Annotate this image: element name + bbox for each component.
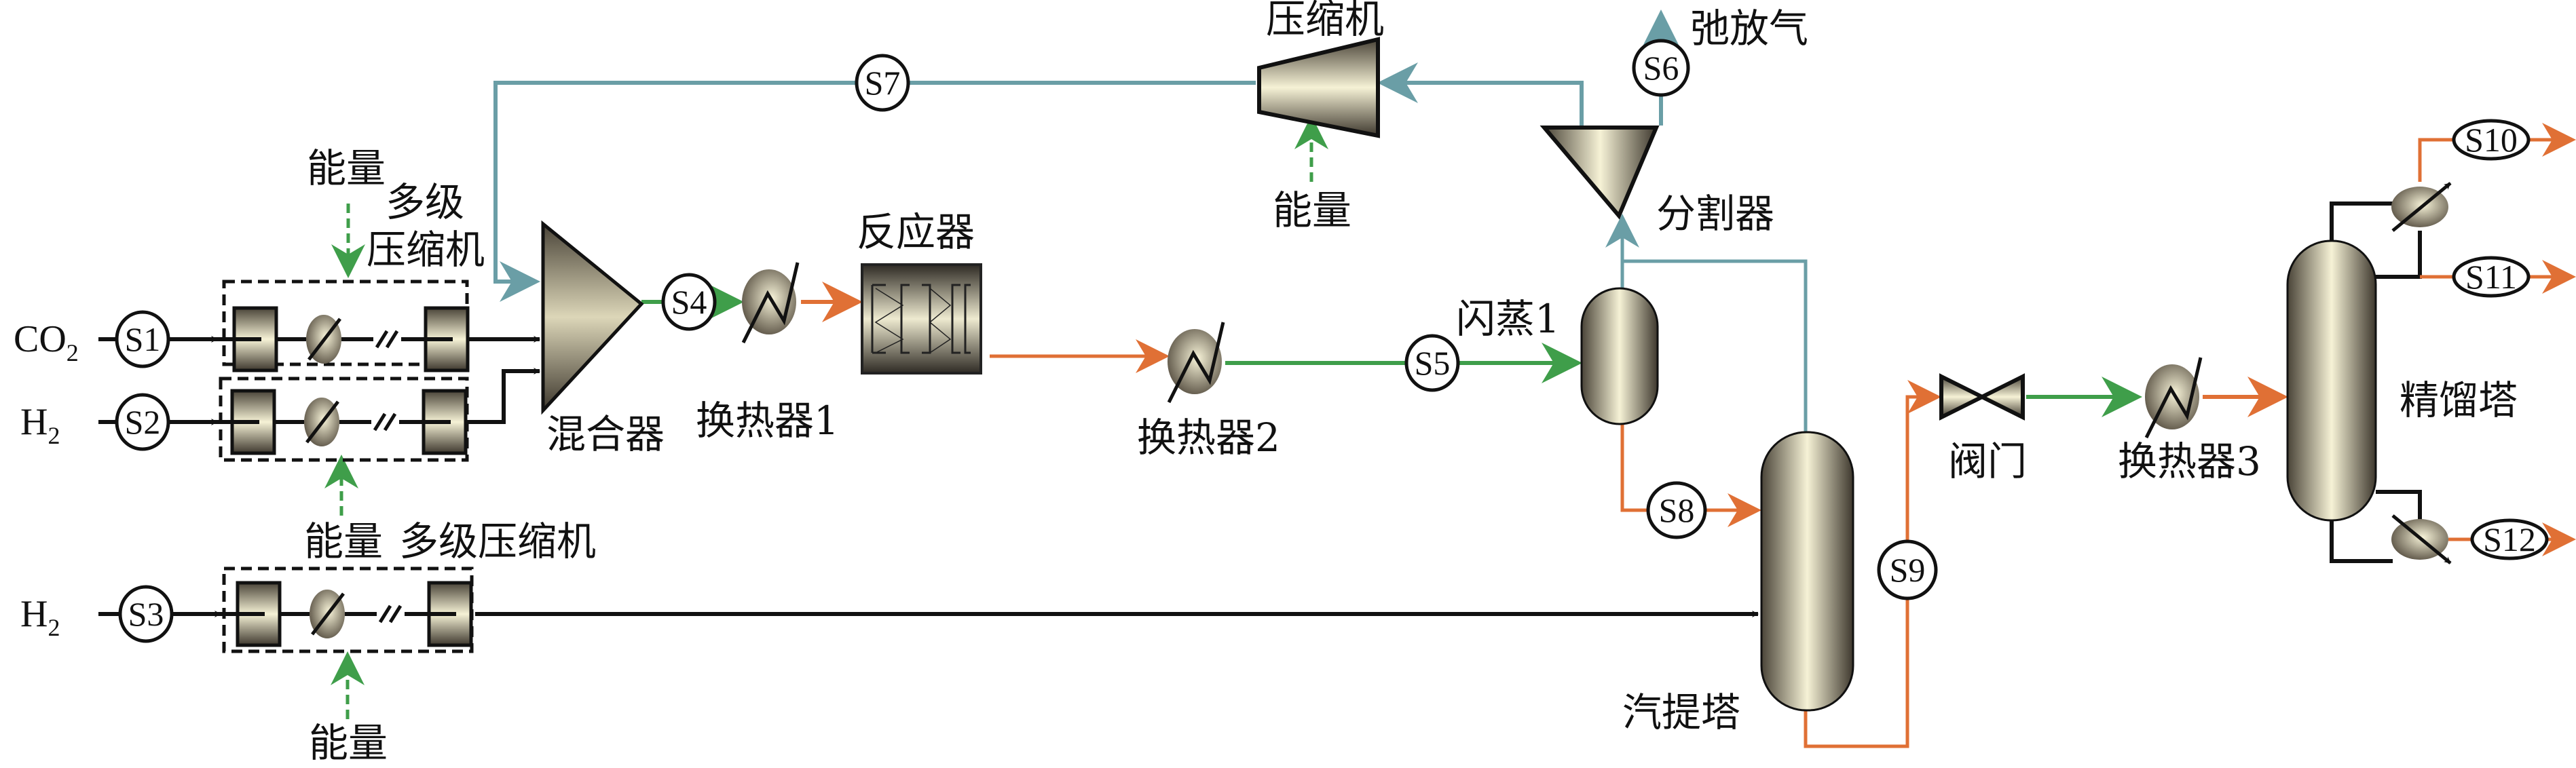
svg-text:S12: S12 (2483, 520, 2536, 558)
mixer[interactable] (541, 220, 644, 415)
svg-text:S7: S7 (865, 64, 901, 102)
reactor[interactable] (861, 263, 982, 375)
svg-text:S4: S4 (671, 283, 707, 321)
multistage-compressor-label-1b: 压缩机 (367, 227, 485, 273)
condenser[interactable] (2391, 182, 2452, 232)
stream-tag-s2: S2 (115, 393, 170, 451)
splitter-label: 分割器 (1656, 191, 1774, 237)
heat-exchanger-3-label: 换热器3 (2118, 438, 2261, 484)
feed-label-h2-a: H2 (20, 401, 60, 449)
energy-label-2: 能量 (304, 518, 383, 564)
splitter[interactable] (1539, 126, 1660, 220)
stream-tag-s10: S10 (2452, 119, 2531, 161)
flash-label: 闪蒸1 (1456, 296, 1560, 342)
multistage-compressor-label-3: 多级压缩机 (399, 518, 596, 564)
stripper-column[interactable] (1760, 431, 1854, 712)
feed-label-co2: CO2 (14, 318, 79, 366)
flash-drum[interactable] (1580, 287, 1659, 425)
mixer-label: 混合器 (546, 411, 665, 457)
stream-tag-s3: S3 (118, 585, 174, 643)
svg-text:S10: S10 (2465, 121, 2518, 159)
energy-label-3: 能量 (309, 720, 388, 766)
svg-text:S5: S5 (1415, 344, 1451, 382)
stream-tag-s11: S11 (2452, 256, 2531, 298)
feed-label-h2-b: H2 (20, 593, 60, 641)
multistage-compressor-h2-a[interactable] (212, 377, 469, 462)
stream-tag-s6: S6 (1632, 39, 1690, 97)
heat-exchanger-3[interactable] (2145, 358, 2201, 438)
svg-text:S9: S9 (1890, 551, 1926, 589)
heat-exchanger-2[interactable] (1168, 322, 1223, 402)
compressor-label: 压缩机 (1266, 0, 1384, 42)
heat-exchanger-1-label: 换热器1 (696, 398, 839, 444)
svg-text:S3: S3 (128, 595, 164, 633)
reboiler[interactable] (2391, 514, 2452, 564)
stream-tag-s5: S5 (1404, 334, 1460, 392)
reactor-label: 反应器 (857, 209, 975, 255)
svg-text:S8: S8 (1659, 491, 1695, 529)
stream-tag-s8: S8 (1646, 481, 1707, 539)
multistage-compressor-label-1a: 多级 (386, 179, 464, 225)
flash-vapor-stream[interactable] (1605, 214, 1808, 434)
splitter-to-compressor-stream[interactable] (1377, 62, 1584, 126)
purge-gas-label: 弛放气 (1690, 5, 1808, 52)
energy-label-compressor: 能量 (1273, 187, 1351, 233)
compressor[interactable] (1257, 37, 1380, 138)
multistage-compressor-co2[interactable] (214, 280, 468, 370)
svg-text:S2: S2 (125, 403, 161, 441)
stream-tag-s1: S1 (115, 310, 170, 368)
stream-s8[interactable] (1620, 424, 1761, 527)
stream-s10[interactable] (2418, 123, 2576, 182)
stream-s9[interactable] (1804, 380, 1941, 748)
stream-tag-s12: S12 (2470, 518, 2549, 560)
valve-label: 阀门 (1948, 438, 2027, 484)
stripper-label: 汽提塔 (1622, 689, 1740, 735)
heat-exchanger-2-label: 换热器2 (1137, 415, 1280, 461)
stream-tag-s9: S9 (1877, 539, 1938, 600)
stream-tag-s7: S7 (855, 54, 910, 112)
multistage-compressor-h2-b[interactable] (217, 567, 474, 653)
svg-text:S6: S6 (1643, 49, 1679, 87)
stream-tag-s4: S4 (661, 273, 717, 331)
distillation-column[interactable] (2286, 239, 2377, 522)
svg-text:S11: S11 (2465, 258, 2517, 296)
valve[interactable] (1939, 373, 2025, 421)
svg-text:S1: S1 (125, 320, 161, 358)
distillation-column-label: 精馏塔 (2400, 377, 2518, 423)
energy-label-1: 能量 (307, 145, 386, 191)
heat-exchanger-1[interactable] (742, 263, 798, 343)
